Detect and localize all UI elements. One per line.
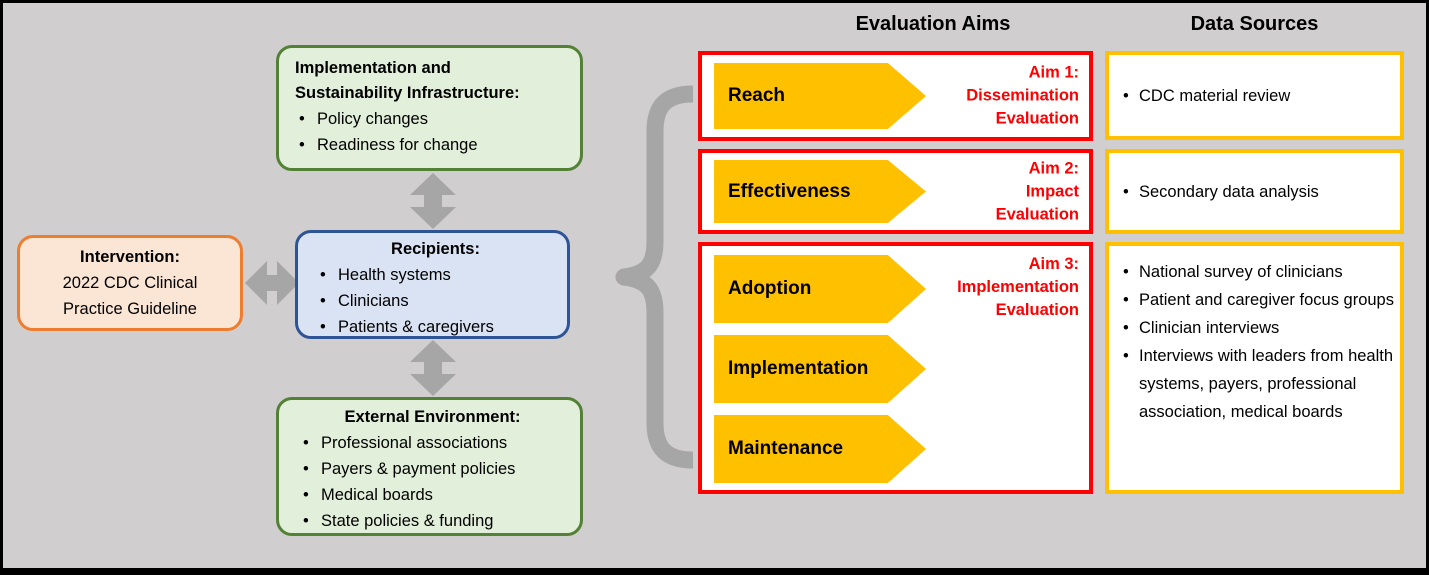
data-source-item: Patient and caregiver focus groups: [1121, 286, 1394, 314]
maintenance-label: Maintenance: [728, 438, 844, 459]
aim-line: Impact: [1025, 182, 1079, 200]
external-environment-box: External Environment: Professional assoc…: [276, 397, 583, 536]
reach-label: Reach: [728, 85, 786, 106]
maintenance-arrow: Maintenance: [714, 415, 926, 483]
aim-line: Aim 2:: [1028, 159, 1079, 177]
aim2-text: Aim 2: Impact Evaluation: [996, 157, 1079, 226]
data-sources-header: Data Sources: [1190, 13, 1319, 35]
data-source-item: Secondary data analysis: [1121, 178, 1392, 206]
double-arrow-icon: [410, 173, 456, 229]
external-bullet: Payers & payment policies: [299, 456, 570, 482]
aim-line: Evaluation: [995, 301, 1079, 319]
recipients-bullet: Health systems: [316, 262, 557, 288]
intervention-box: Intervention: 2022 CDC Clinical Practice…: [17, 235, 243, 331]
infrastructure-bullet: Readiness for change: [295, 132, 566, 158]
infrastructure-bullet: Policy changes: [295, 106, 566, 132]
implementation-arrow: Implementation: [714, 335, 926, 403]
aim1-group-box: Reach Aim 1: Dissemination Evaluation: [698, 51, 1093, 141]
recipients-title: Recipients:: [391, 240, 480, 258]
external-environment-title: External Environment:: [344, 408, 521, 426]
aim-line: Dissemination: [966, 86, 1079, 105]
external-bullet: Medical boards: [299, 482, 570, 508]
diagram-canvas: Intervention: 2022 CDC Clinical Practice…: [3, 3, 1426, 568]
data-source-box-1: CDC material review: [1105, 51, 1404, 140]
aim3-group-box: Adoption Implementation Maintenance Aim …: [698, 242, 1093, 494]
infrastructure-title-line: Implementation and: [295, 59, 451, 77]
external-bullet: Professional associations: [299, 430, 570, 456]
effectiveness-label: Effectiveness: [728, 180, 851, 202]
aim-line: Aim 3:: [1028, 255, 1079, 273]
aim-line: Aim 1:: [1028, 63, 1079, 82]
intervention-line: 2022 CDC Clinical: [62, 274, 198, 292]
data-source-box-3: National survey of clinicians Patient an…: [1105, 242, 1404, 494]
adoption-label: Adoption: [728, 278, 812, 299]
adoption-arrow: Adoption: [714, 255, 926, 323]
data-source-item: Interviews with leaders from health syst…: [1121, 342, 1394, 426]
aim-line: Evaluation: [995, 205, 1079, 223]
recipients-bullet: Clinicians: [316, 288, 557, 314]
aim1-text: Aim 1: Dissemination Evaluation: [966, 62, 1079, 131]
aim2-group-box: Effectiveness Aim 2: Impact Evaluation: [698, 149, 1093, 234]
effectiveness-arrow: Effectiveness: [714, 160, 926, 223]
double-arrow-icon: [410, 340, 456, 396]
evaluation-aims-header: Evaluation Aims: [855, 13, 1011, 35]
intervention-line: Practice Guideline: [63, 300, 197, 318]
data-source-item: CDC material review: [1121, 82, 1392, 110]
external-bullet: State policies & funding: [299, 508, 570, 534]
curly-brace-icon: [615, 85, 694, 469]
infrastructure-box: Implementation and Sustainability Infras…: [276, 45, 583, 171]
implementation-label: Implementation: [728, 358, 869, 379]
aim-line: Evaluation: [995, 109, 1079, 128]
data-source-box-2: Secondary data analysis: [1105, 149, 1404, 234]
data-source-item: National survey of clinicians: [1121, 258, 1394, 286]
intervention-title: Intervention:: [80, 248, 180, 266]
recipients-box: Recipients: Health systems Clinicians Pa…: [295, 230, 570, 340]
recipients-bullet: Patients & caregivers: [316, 314, 557, 340]
aim3-text: Aim 3: Implementation Evaluation: [957, 253, 1079, 322]
data-source-item: Clinician interviews: [1121, 314, 1394, 342]
infrastructure-title-line: Sustainability Infrastructure:: [295, 84, 520, 102]
double-arrow-icon: [245, 261, 299, 305]
aim-line: Implementation: [957, 278, 1079, 296]
reach-arrow: Reach: [714, 63, 926, 129]
